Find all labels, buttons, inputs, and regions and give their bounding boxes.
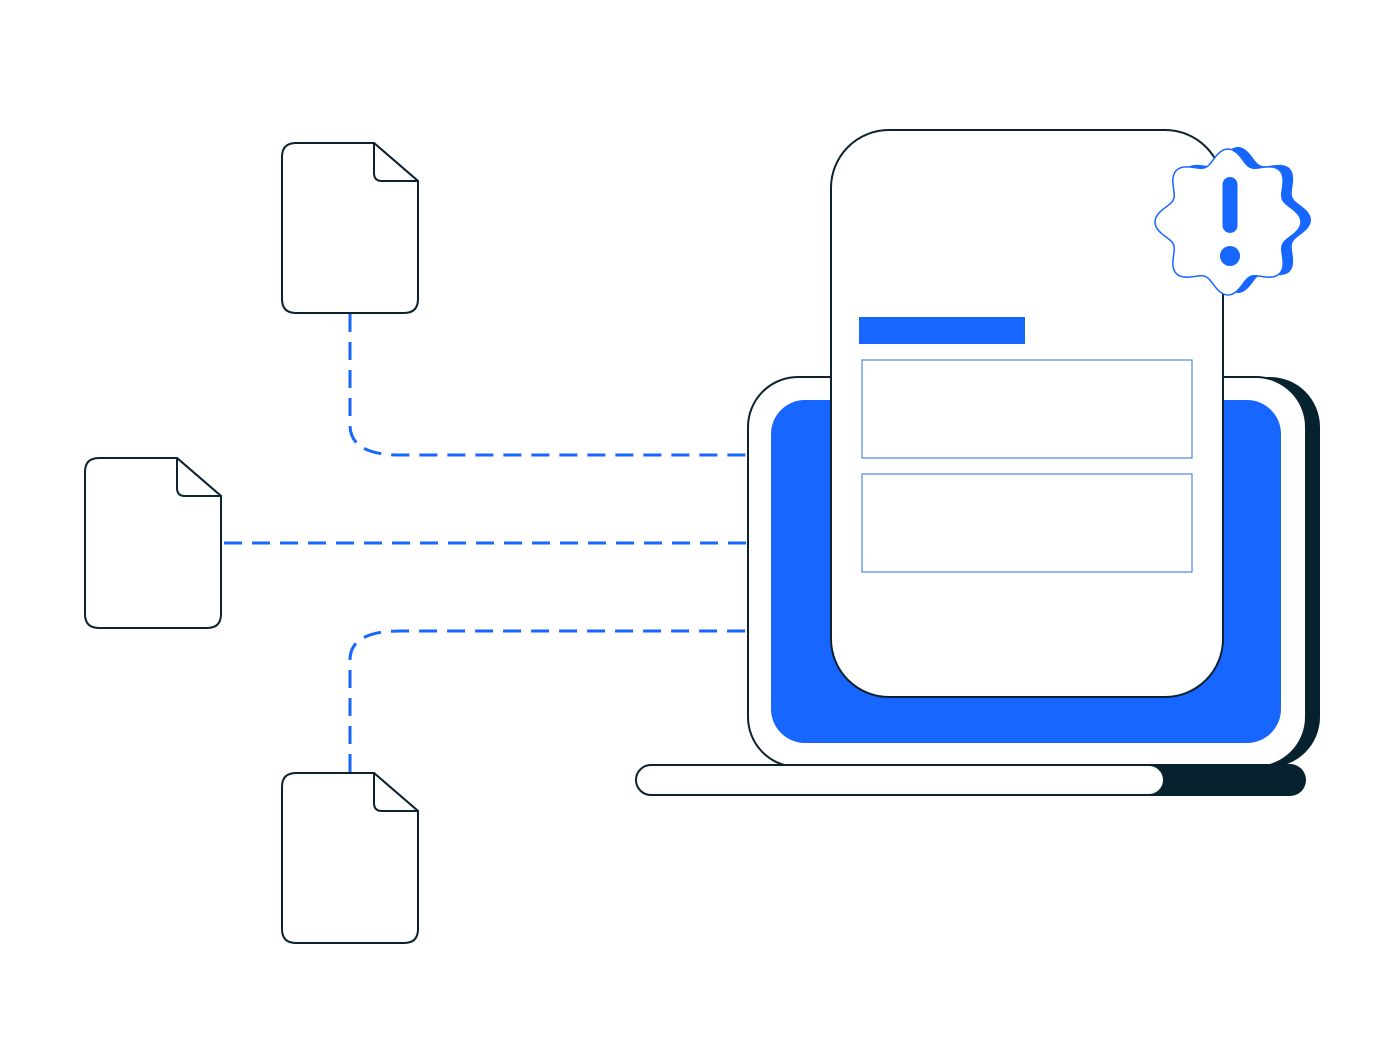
form-field: [861, 473, 1193, 573]
exclamation-mark-dot: [1220, 246, 1240, 266]
connector-top: [348, 314, 748, 457]
connector-bottom: [348, 629, 748, 772]
document-icon: [281, 142, 419, 314]
connectors: [224, 314, 748, 772]
exclamation-badge-icon: [1154, 147, 1311, 296]
form-title-bar: [859, 317, 1025, 344]
exclamation-mark-stem: [1222, 177, 1238, 233]
laptop-base: [635, 764, 1165, 796]
form-document: [830, 129, 1224, 698]
form-field: [861, 359, 1193, 459]
document-icon: [281, 772, 419, 944]
document-icon: [84, 457, 222, 629]
